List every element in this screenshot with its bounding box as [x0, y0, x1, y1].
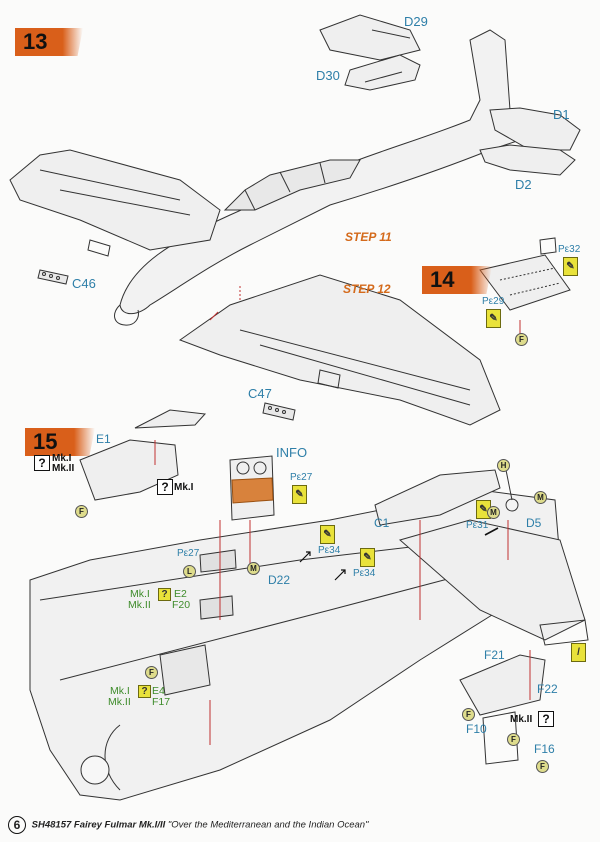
etch-icon-pe34-upper: ✎ [320, 525, 335, 544]
part-d2-label: D2 [515, 177, 532, 192]
mk1-text-2: Mk.I [110, 685, 130, 697]
question-mark-icon-e2: ? [158, 588, 171, 601]
step-14-badge: 14 [422, 266, 492, 294]
variant-label-mk1-e4: Mk.I [110, 685, 130, 697]
exhaust-c47 [262, 402, 296, 421]
mk2-text: Mk.II [128, 599, 151, 611]
variant-list-step15: Mk.I Mk.II [52, 454, 74, 474]
part-f20-label: F20 [172, 599, 191, 611]
part-c46-label: C46 [72, 276, 96, 291]
info-label: INFO [276, 445, 308, 460]
etch-icon-pe27-info: ✎ [292, 485, 307, 504]
part-pe29-label: Pε29 [482, 296, 505, 307]
color-callout-m-3: M [534, 491, 547, 504]
part-d30-label: D30 [316, 68, 340, 83]
exhaust-c46 [37, 269, 69, 285]
variant-mk1-note: Mk.I [174, 482, 194, 493]
part-f16-label: F16 [534, 742, 555, 756]
step-13-number: 13 [23, 29, 48, 54]
variant-label-mk2-f20: Mk.II [128, 599, 151, 611]
color-callout-f-f16: F [507, 733, 520, 746]
part-f21-label: F21 [484, 648, 505, 662]
part-pe31-label: Pε31 [466, 520, 489, 531]
part-e1-label: E1 [96, 432, 111, 446]
mk2-text-2: Mk.II [108, 696, 131, 708]
part-d22-label: D22 [268, 573, 291, 587]
part-pe27-label: Pε27 [177, 548, 200, 559]
step-14-number: 14 [430, 267, 455, 292]
step-13-badge: 13 [15, 28, 83, 56]
step-12-reference: STEP 12 [343, 282, 391, 296]
part-pe34-label-lower: Pε34 [353, 568, 376, 579]
color-callout-f-e1: F [75, 505, 88, 518]
fuselage-top-view [9, 14, 581, 426]
color-callout-f-f10: F [462, 708, 475, 721]
color-callout-f-step14: F [515, 333, 528, 346]
step15-drawing [29, 409, 589, 801]
part-d29-label: D29 [404, 14, 428, 29]
step-15-number: 15 [33, 429, 58, 454]
color-callout-f-f16b: F [536, 760, 549, 773]
part-f22-label: F22 [537, 682, 558, 696]
variant-label-mk1-e2: Mk.I [130, 588, 150, 600]
step14-part [479, 237, 571, 335]
variant-mk2: Mk.II [52, 463, 75, 474]
etch-icon-pe29: ✎ [486, 309, 501, 328]
part-d5-label: D5 [526, 516, 542, 530]
part-pe34-label-upper: Pε34 [318, 545, 341, 556]
etch-icon-right-wing: / [571, 643, 586, 662]
kit-code: SH48157 Fairey Fulmar Mk.I/II [31, 819, 166, 831]
question-mark-icon-e4: ? [138, 685, 151, 698]
color-callout-m-1: M [247, 562, 260, 575]
color-callout-l: L [183, 565, 196, 578]
part-d1-label: D1 [553, 107, 570, 122]
mk1-text: Mk.I [130, 588, 150, 600]
variant-mk2-note: Mk.II [510, 714, 533, 725]
part-c47-label: C47 [248, 386, 272, 401]
variant-label-mk2-f17: Mk.II [108, 696, 131, 708]
part-e4-label: E4 [152, 685, 165, 697]
color-callout-m-2: M [487, 506, 500, 519]
step-11-reference: STEP 11 [345, 230, 392, 244]
etch-icon-pe34-lower: ✎ [360, 548, 375, 567]
part-f10-label: F10 [466, 722, 487, 736]
color-callout-h: H [497, 459, 510, 472]
question-mark-icon-mk2: ? [538, 711, 554, 727]
color-callout-f-e4: F [145, 666, 158, 679]
etch-icon-pe32: ✎ [563, 257, 578, 276]
kit-subtitle: "Over the Mediterranean and the Indian O… [167, 819, 369, 831]
question-mark-icon-step15: ? [34, 455, 50, 471]
step-15-badge: 15 [25, 428, 95, 456]
question-mark-icon-mk1: ? [157, 479, 173, 495]
page-footer: 6 SH48157 Fairey Fulmar Mk.I/II "Over th… [8, 816, 368, 834]
part-c1-label: C1 [374, 516, 390, 530]
page-number: 6 [8, 816, 26, 834]
part-e2-label: E2 [174, 588, 187, 600]
part-pe27-label-info: Pε27 [290, 472, 313, 483]
variant-mk1: Mk.I [52, 453, 72, 464]
part-f17-label: F17 [152, 696, 171, 708]
part-pe32-label: Pε32 [558, 244, 581, 255]
